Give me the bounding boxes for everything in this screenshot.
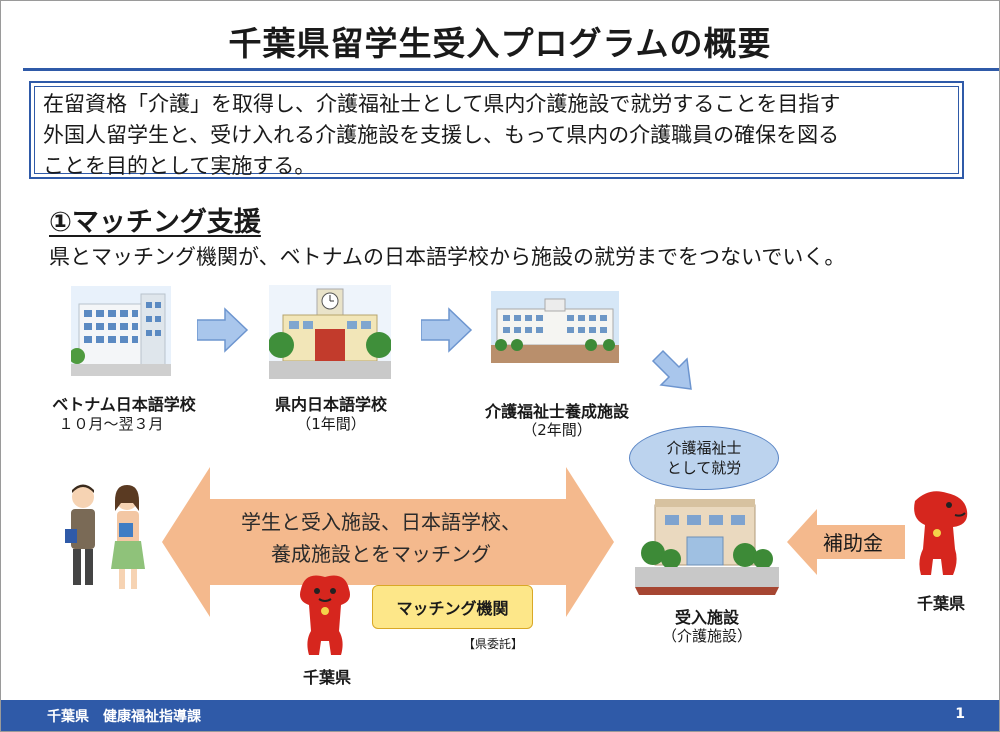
purpose-line-3: ことを目的として実施する。 [43,154,316,178]
chiba-mascot-icon [300,575,350,655]
mascot-label-2: 千葉県 [916,594,965,613]
footer-bar: 千葉県 健康福祉指導課 1 [1,700,999,731]
students-icon [65,484,145,589]
training-facility-icon [491,291,619,363]
flow-label-training-facility: 介護福祉士養成施設 [484,402,629,421]
facility-label: 受入施設 [674,608,739,627]
bubble-line-1: 介護福祉士 [666,439,742,457]
matching-agency-box: マッチング機関 [372,585,533,629]
flow-sub-vietnam-school: １０月～翌３月 [58,415,164,433]
flow-sub-training-facility: （2年間） [522,421,592,439]
chiba-mascot-right-icon [914,491,968,575]
flow-arrow-1-icon [197,307,249,353]
page-number: 1 [955,706,965,722]
matching-arrow-line-2: 養成施設とをマッチング [271,542,491,566]
school-building-icon [71,286,171,376]
page-title: 千葉県留学生受入プログラムの概要 [228,24,772,63]
footer-org: 千葉県 健康福祉指導課 [47,709,201,725]
matching-arrow-text: 学生と受入施設、日本語学校、 養成施設とをマッチング [206,506,556,570]
section-description: 県とマッチング機関が、ベトナムの日本語学校から施設の就労までをつないでいく。 [49,245,846,269]
purpose-box: 在留資格「介護」を取得し、介護福祉士として県内介護施設で就労することを目指す 外… [29,81,964,179]
mascot-label-1: 千葉県 [302,668,351,687]
title-divider [23,68,999,71]
matching-double-arrow-icon [162,467,614,617]
purpose-line-2: 外国人留学生と、受け入れる介護施設を支援し、もって県内の介護職員の確保を図る [43,123,840,147]
flow-sub-japan-school: （1年間） [296,415,366,433]
flow-label-japan-school: 県内日本語学校 [274,395,387,414]
purpose-line-1: 在留資格「介護」を取得し、介護福祉士として県内介護施設で就労することを目指す [43,92,841,116]
employment-bubble: 介護福祉士 として就労 [629,426,779,490]
matching-arrow-line-1: 学生と受入施設、日本語学校、 [241,510,521,534]
facility-sub-label: （介護施設） [661,627,752,645]
flow-arrow-down-icon [651,349,692,390]
bubble-line-2: として就労 [666,459,742,477]
flow-arrow-2-icon [421,307,473,353]
commission-note: 【県委託】 [463,637,524,651]
subsidy-label: 補助金 [823,531,883,555]
section-heading: ①マッチング支援 [49,207,261,238]
care-facility-icon [635,499,779,595]
subsidy-arrow-icon [787,509,905,575]
flow-label-vietnam-school: ベトナム日本語学校 [52,395,196,414]
clock-school-icon [269,285,391,379]
